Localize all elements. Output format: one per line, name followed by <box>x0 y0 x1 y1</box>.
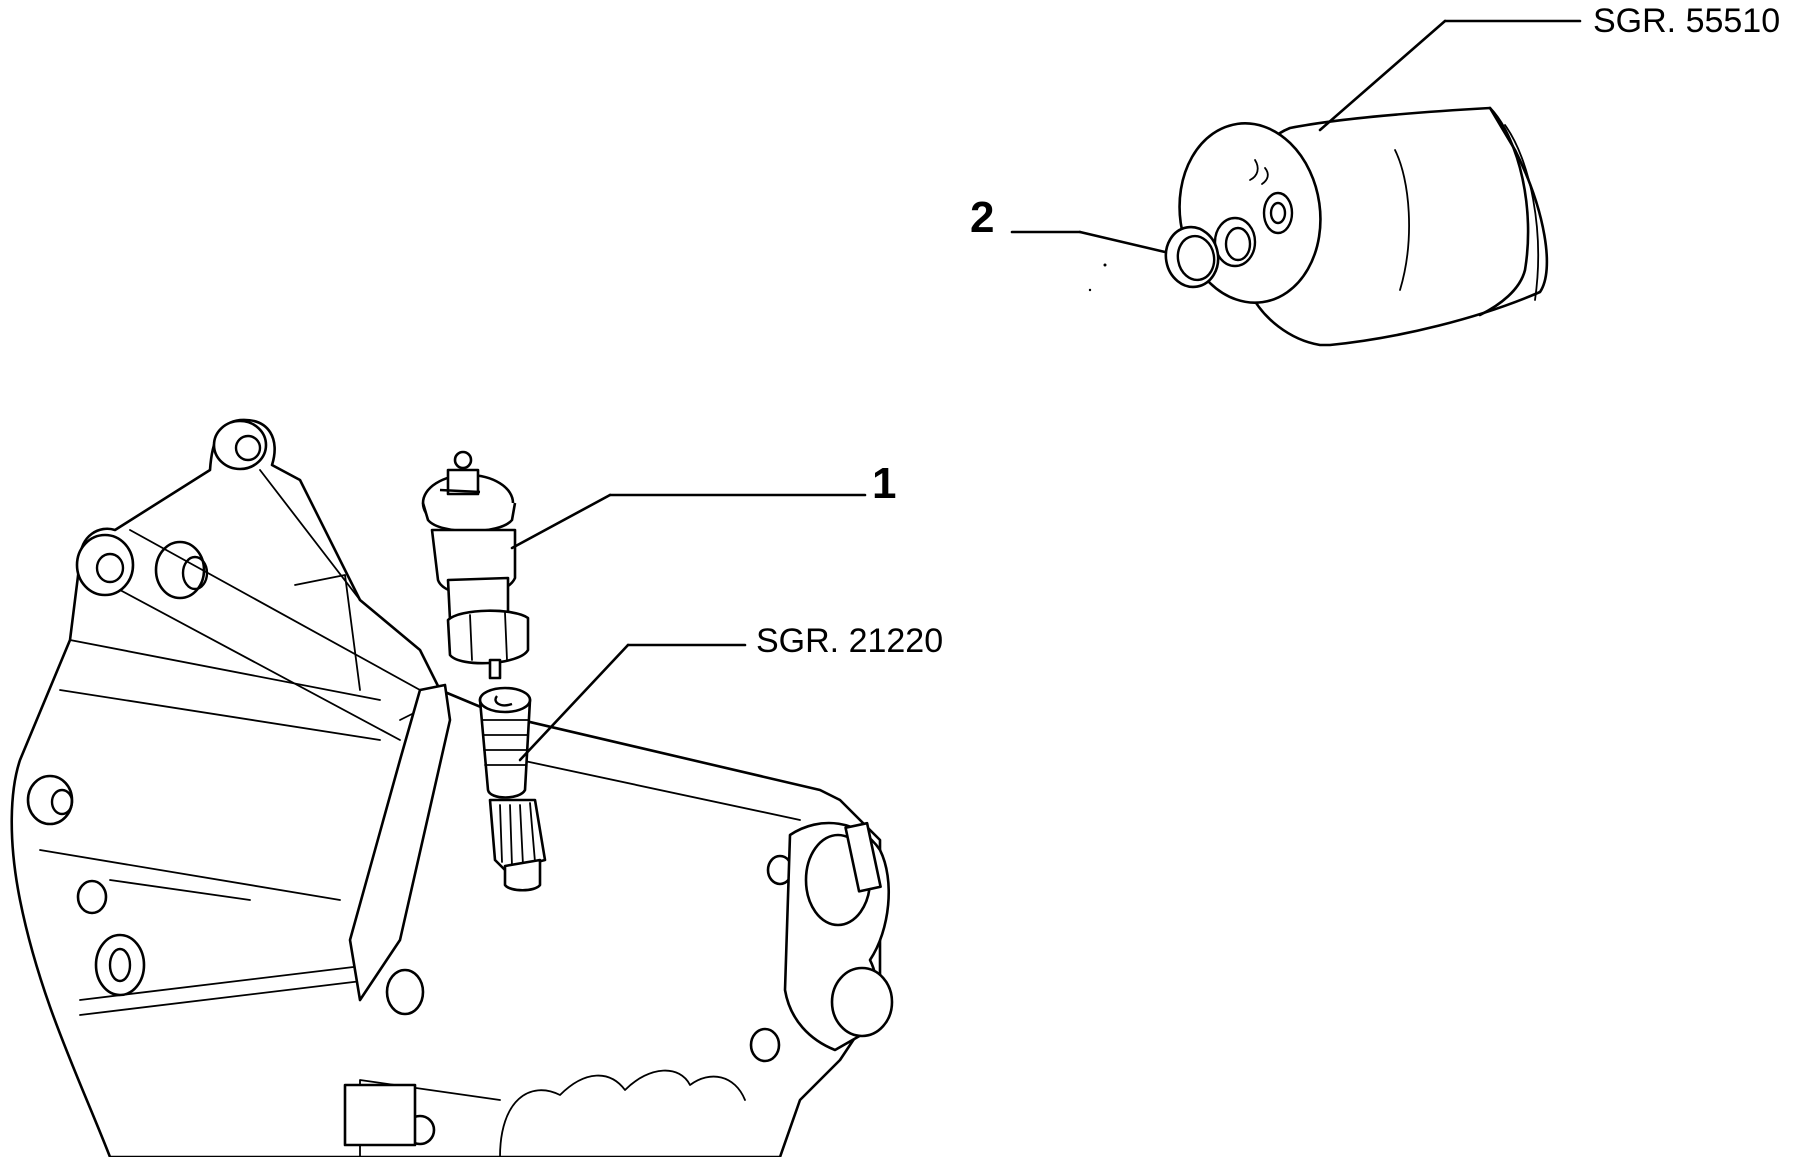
label-part-1: 1 <box>872 459 896 508</box>
cover-housing-illustration <box>1178 106 1549 347</box>
label-sgr-55510: SGR. 55510 <box>1593 2 1780 40</box>
speck-dot <box>1103 263 1107 267</box>
label-sgr-21220: SGR. 21220 <box>756 622 943 660</box>
gearbox-housing-illustration <box>10 418 894 1157</box>
speck-dot <box>1088 288 1092 292</box>
label-part-2: 2 <box>970 193 994 242</box>
speed-sensor-part-1 <box>421 450 530 680</box>
drive-shaft-illustration <box>478 686 547 892</box>
plug-part-2 <box>1164 225 1220 289</box>
